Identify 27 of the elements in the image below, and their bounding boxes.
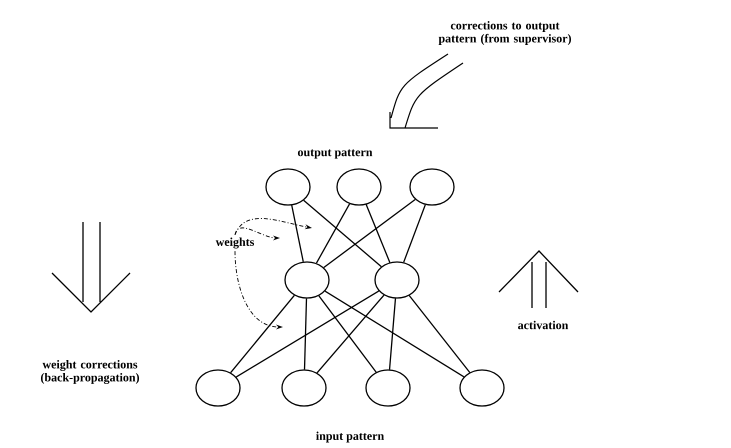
- connection-line: [403, 204, 426, 262]
- neuron-circle: [281, 369, 327, 407]
- text-label: output pattern: [298, 149, 372, 159]
- neuron-circle: [284, 261, 330, 299]
- connection-line: [324, 290, 464, 378]
- connection-line: [316, 204, 350, 264]
- text-label: input pattern: [316, 432, 384, 442]
- neuron-circle: [336, 168, 382, 206]
- connection-line: [408, 295, 470, 373]
- connection-line: [291, 205, 304, 262]
- neuron-circle: [195, 369, 241, 407]
- connection-line: [366, 204, 390, 263]
- neuron-circle: [374, 261, 420, 299]
- connection-line: [303, 200, 382, 268]
- text-label: activation: [518, 320, 568, 330]
- connection-line: [323, 198, 416, 268]
- connection-line: [236, 290, 380, 378]
- neuron-circle: [459, 369, 505, 407]
- neuron-circle: [265, 168, 311, 206]
- text-label: weights: [216, 238, 254, 248]
- connection-line: [304, 298, 308, 370]
- connection-line: [388, 298, 396, 370]
- neuron-circle: [409, 168, 455, 206]
- text-label: weight corrections (back-propagation): [40, 360, 140, 384]
- connection-line: [230, 295, 295, 373]
- neuron-circle: [365, 369, 411, 407]
- text-label: corrections to output pattern (from supervisor): [438, 21, 571, 45]
